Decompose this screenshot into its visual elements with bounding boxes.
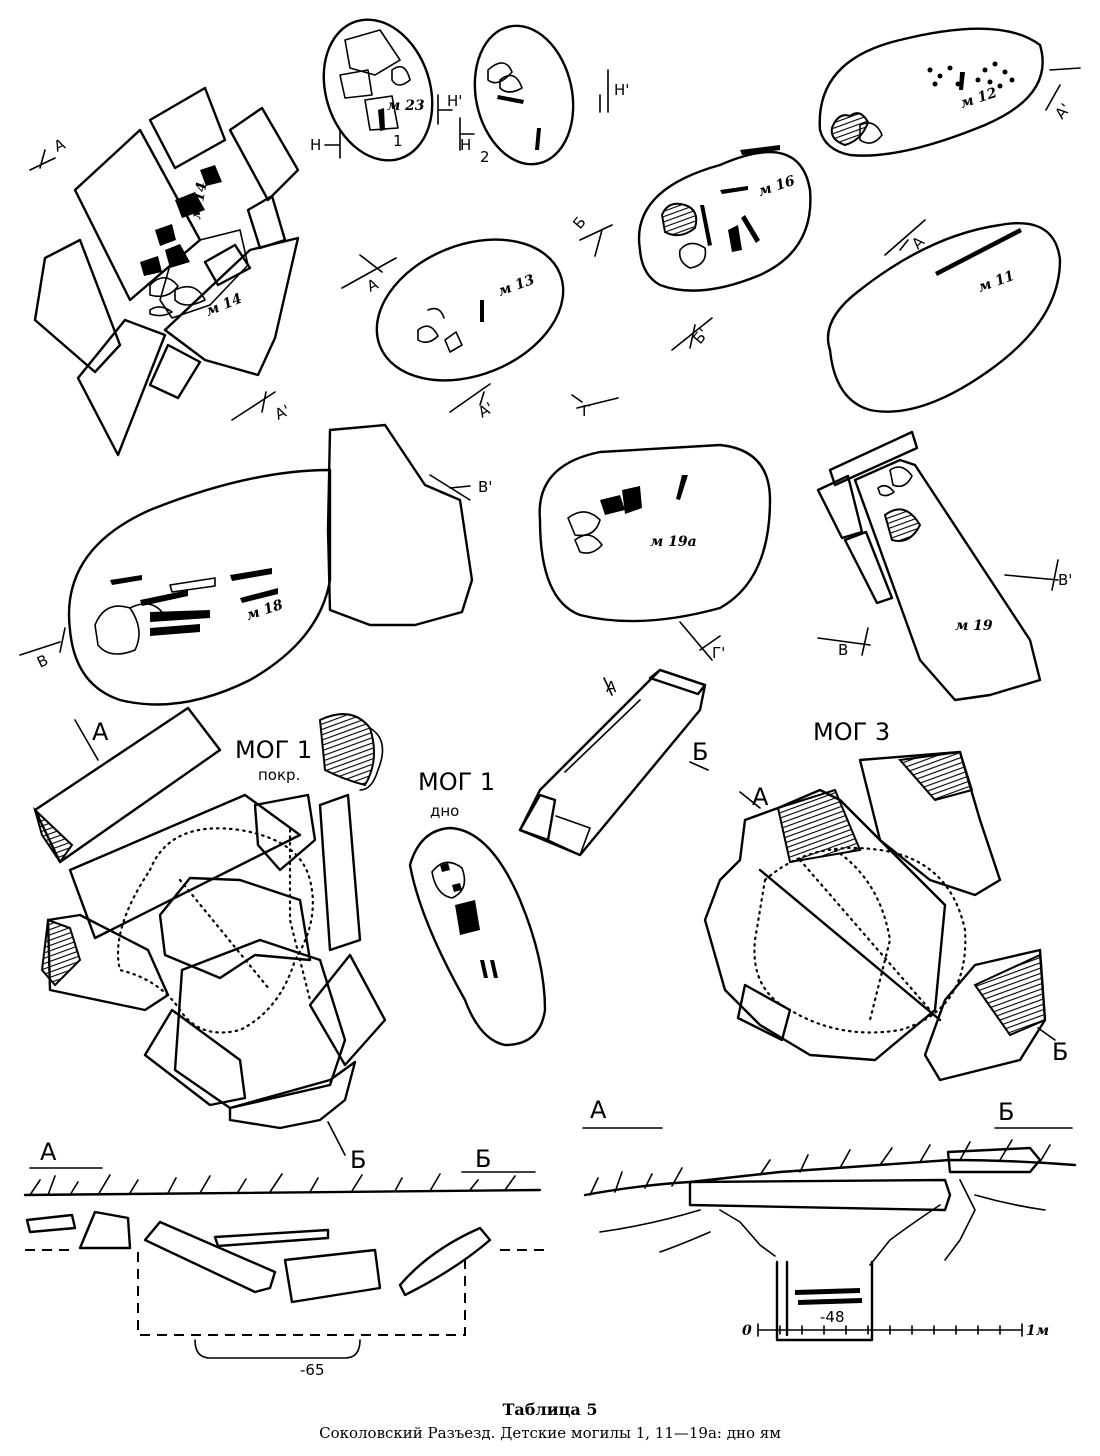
section-n-prime-left: Н' [447, 92, 462, 110]
section-b-prime-g16: Б' [689, 325, 712, 348]
grave-18-capstone: В' [326, 423, 492, 627]
section-v-prime-g18: В' [478, 478, 492, 496]
grave-18-plan: м 18 В [19, 468, 332, 706]
section-v-g19: В [838, 641, 848, 659]
grave-14-label: м 14 [204, 291, 245, 320]
section-v-g18: В [34, 651, 51, 672]
grave-11-plan: м 11 А [826, 219, 1062, 413]
profile-left-a: А [40, 1138, 57, 1166]
section-a-g11: А [908, 232, 929, 253]
section-b-mog3: Б [1052, 1038, 1068, 1066]
mog1-cover-title: МОГ 1 [235, 736, 312, 764]
section-a-capstone: А [606, 678, 617, 696]
grave-12-plan: м 12 А' [818, 27, 1081, 157]
section-g-top: Г [582, 402, 591, 420]
section-n-prime-right: Н' [614, 81, 629, 99]
section-n-left: Н [310, 136, 321, 154]
scale-start: 0 [742, 1323, 752, 1339]
section-a-g13: А [364, 275, 382, 296]
grave-19-label: м 19 [955, 618, 993, 634]
section-g-prime: Г' [712, 644, 725, 662]
section-v-prime-g19: В' [1058, 571, 1072, 589]
depth-left: -65 [300, 1361, 325, 1379]
mog1-bottom-subtitle: дно [430, 802, 459, 820]
plate-subtitle: Соколовский Разъезд. Детские могилы 1, 1… [319, 1424, 781, 1442]
section-a-prime-g12: А' [1051, 100, 1074, 123]
scale-bar: 0 1м [742, 1323, 1049, 1339]
grave-16-plan: м 16 Б Б' [569, 145, 812, 351]
mog3-title: МОГ 3 [813, 718, 890, 746]
section-a-mog3: А [752, 783, 769, 811]
mog1-cover-plan: А МОГ 1 покр. [33, 706, 387, 1130]
mog3-plan: МОГ 3 А Б [703, 718, 1068, 1082]
mog1-bottom-plan: МОГ 1 дно [408, 768, 547, 1047]
grave-23-plan: м 23 1 [322, 18, 434, 162]
section-a-mog1: А [92, 718, 109, 746]
profile-right-b: Б [998, 1098, 1014, 1126]
grave-23-label: м 23 [387, 98, 425, 114]
grave-14-inner-label: м 14 [188, 181, 210, 221]
grave-19a-label: м 19а [650, 534, 697, 550]
scale-end: 1м [1026, 1323, 1049, 1339]
section-b-capstone: Б [692, 738, 708, 766]
grave-18-label: м 18 [244, 597, 285, 624]
grave-14-plan: м 14 м 14 А А' [29, 86, 300, 457]
section-a-g14: А [51, 135, 69, 156]
grave-19a-plan: м 19а Г Г' [538, 394, 772, 662]
section-b-g16: Б [569, 213, 589, 232]
grave-neighbor-num: 2 [480, 148, 490, 166]
grave-23-num: 1 [393, 132, 403, 150]
grave-23-neighbor-plan: 2 [473, 24, 575, 166]
mog1-section-b-line [327, 1121, 346, 1156]
grave-16-label: м 16 [756, 173, 797, 200]
profile-left: А Б -65 [23, 1138, 550, 1379]
section-n-marks: Н Н' Н Н' [310, 69, 629, 159]
mog1-capstone: А Б [518, 668, 709, 857]
profile-right: А Б -48 [582, 1096, 1077, 1342]
section-b-mog1: Б [350, 1146, 366, 1174]
grave-19-plan: м 19 В' В [816, 430, 1072, 702]
grave-12-label: м 12 [958, 85, 999, 112]
profile-right-a: А [590, 1096, 607, 1124]
section-n-center: Н [460, 136, 471, 154]
section-a-prime-g14: А' [272, 401, 293, 423]
plate-title: Таблица 5 [502, 1400, 598, 1419]
mog1-cover-subtitle: покр. [258, 766, 300, 784]
depth-right: -48 [820, 1308, 845, 1326]
grave-13-label: м 13 [496, 272, 537, 300]
mog1-bottom-title: МОГ 1 [418, 768, 495, 796]
grave-13-plan: м 13 А А' [341, 238, 565, 422]
profile-left-b: Б [475, 1145, 491, 1173]
grave-11-label: м 11 [976, 268, 1017, 296]
section-a-prime-g13: А' [475, 399, 496, 422]
